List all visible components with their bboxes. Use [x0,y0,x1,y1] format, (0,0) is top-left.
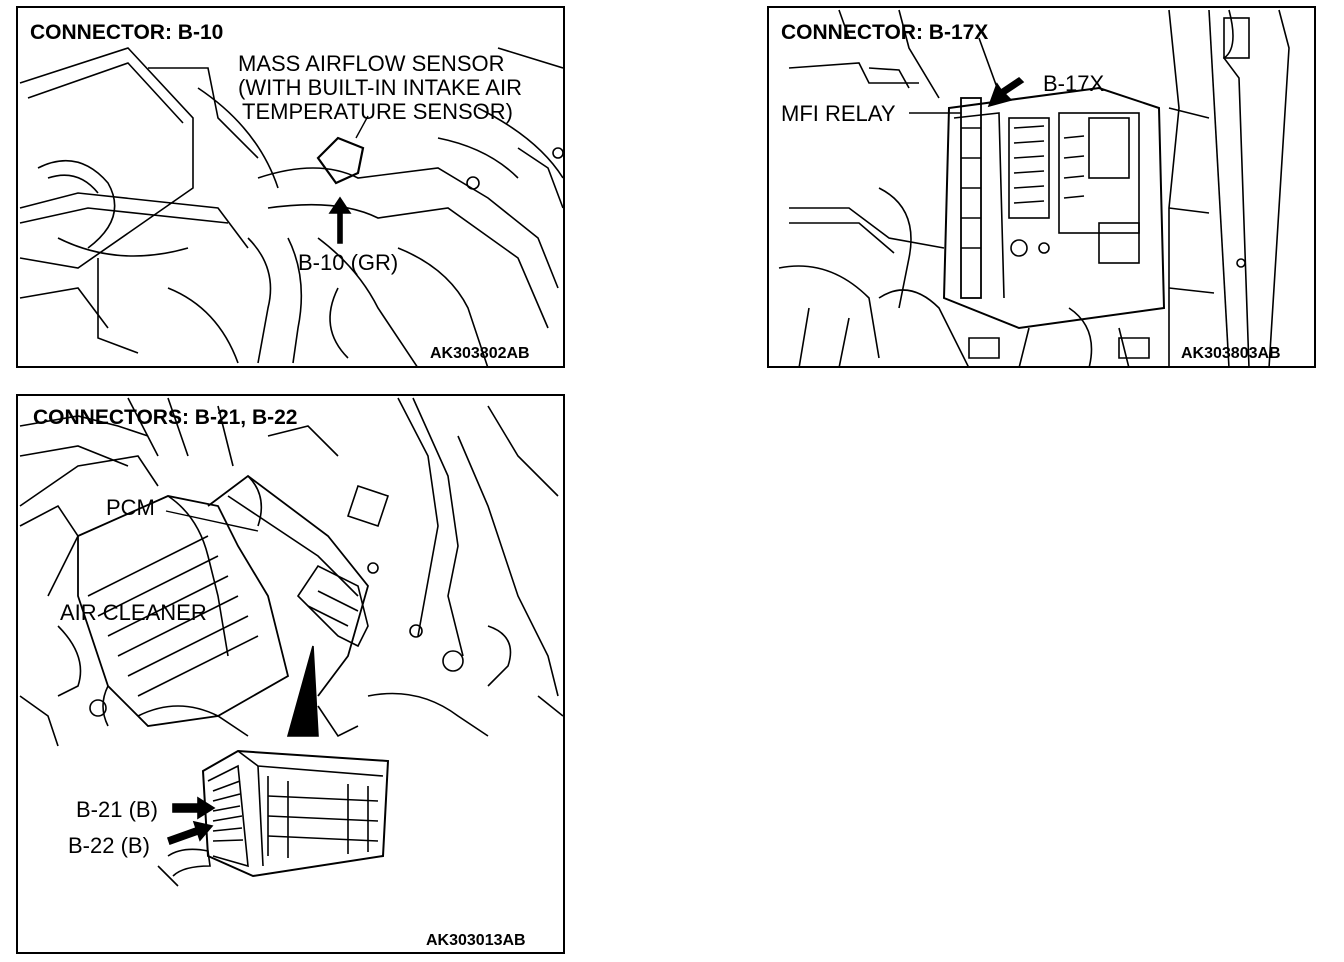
figure-code: AK303803AB [1181,345,1281,362]
panel-title: CONNECTOR: B-17X [781,21,989,44]
panel-title: CONNECTORS: B-21, B-22 [33,406,298,429]
panel-connector-b10: CONNECTOR: B-10 MASS AIRFLOW SENSOR (WIT… [16,6,565,368]
arrow-b22 [166,820,214,846]
label-connector-b21: B-21 (B) [76,797,158,822]
panel-title: CONNECTOR: B-10 [30,21,224,44]
arrow-b17x [987,76,1025,108]
figure-code: AK303802AB [430,345,530,362]
label-mass-airflow-sensor: MASS AIRFLOW SENSOR [238,51,505,76]
label-connector-b10: B-10 (GR) [298,250,399,275]
label-pcm: PCM [106,495,155,520]
label-air-cleaner: AIR CLEANER [60,600,207,625]
arrow-b21 [172,796,216,820]
arrow-b10 [328,196,352,244]
panel-connectors-b21-b22: CONNECTORS: B-21, B-22 PCM AIR CLEANER B… [16,394,565,954]
label-temperature-sensor: TEMPERATURE SENSOR) [242,99,513,124]
label-mfi-relay: MFI RELAY [781,101,896,126]
label-built-in-intake-air: (WITH BUILT-IN INTAKE AIR [238,75,522,100]
label-connector-b22: B-22 (B) [68,833,150,858]
engine-bay-drawing-b10 [19,47,563,366]
pointer-to-pcm [286,645,319,737]
label-connector-b17x: B-17X [1043,71,1105,96]
pcm-drawing-b21-b22 [19,397,563,887]
relay-box-drawing-b17x [778,9,1290,366]
panel-connector-b17x: CONNECTOR: B-17X B-17X MFI RELAY AK30380… [767,6,1316,368]
figure-code: AK303013AB [426,932,526,949]
